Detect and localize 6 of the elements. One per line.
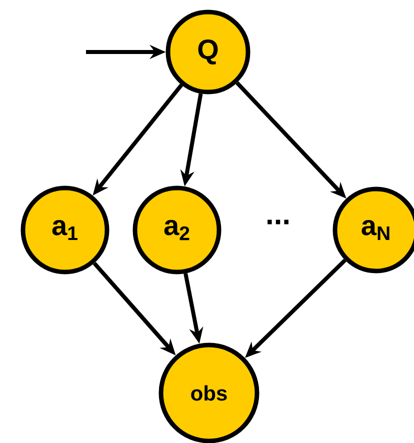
circle-node: obs [158,342,260,443]
circle-node: a$_{1}$ [20,186,110,274]
ellipsis: ... [268,220,288,224]
circle-node: Q [166,10,250,94]
circle-node: a$_{2}$ [132,186,222,274]
circle-node: a$_{N}$ [332,186,414,274]
